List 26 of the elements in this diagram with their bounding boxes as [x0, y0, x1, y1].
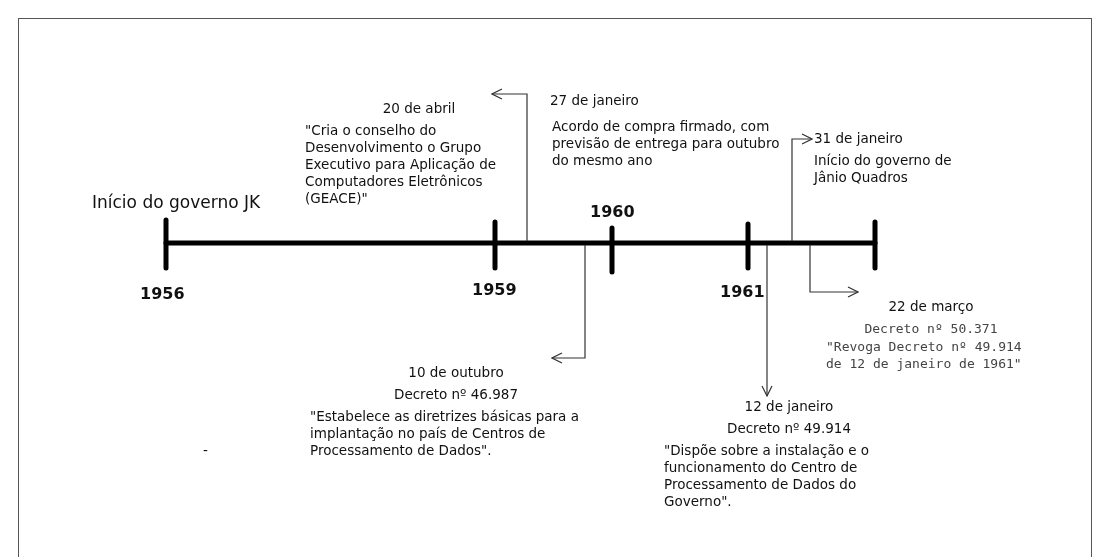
dash-mark: - [203, 442, 208, 459]
date-text: 31 de janeiro [814, 130, 904, 147]
description-text: "Cria o conselho do Desenvolvimento o Grupo Executivo para Aplicação de Computadores Eletrônicos (GEACE)" [305, 122, 498, 207]
description-text: Acordo de compra firmado, com previsão de entrega para outubro do mesmo ano [552, 118, 781, 169]
date-text: 22 de março [887, 298, 975, 315]
decree-text: Decreto nº 49.914 [726, 420, 852, 437]
description-text: "Estabelece as diretrizes básicas para a implantação no país de Centros de Processamento de Dados". [310, 408, 580, 459]
description-text: "Dispõe sobre a instalação e o funcionamento do Centro de Processamento de Dados do Governo". [664, 442, 871, 510]
description-text: "Revoga Decreto nº 49.914 de 12 de janeiro de 1961" [826, 338, 1023, 372]
arrow [551, 244, 586, 364]
arrow [491, 88, 528, 242]
arrow [791, 133, 813, 242]
arrow [761, 244, 773, 397]
year-label: 1961 [720, 282, 765, 301]
decree-text: Decreto nº 46.987 [393, 386, 519, 403]
arrow [809, 244, 859, 298]
date-text: 20 de abril [381, 100, 457, 117]
year-label: 1959 [472, 280, 517, 299]
date-text: 12 de janeiro [743, 398, 835, 415]
date-text: 10 de outubro [407, 364, 505, 381]
event-text: Início do governo JK [92, 194, 261, 211]
year-label: 1956 [140, 284, 185, 303]
date-text: 27 de janeiro [550, 92, 639, 109]
decree-text: Decreto nº 50.371 [863, 320, 999, 337]
description-text: Início do governo de Jânio Quadros [814, 152, 953, 186]
year-label: 1960 [590, 202, 635, 221]
